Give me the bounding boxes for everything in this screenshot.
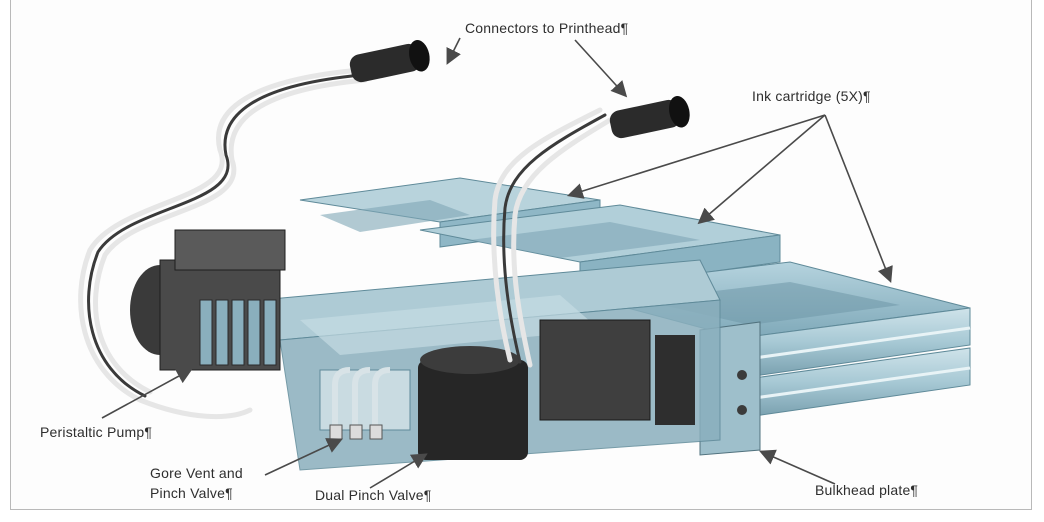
arrow-pump: [101, 368, 193, 419]
manifold-block: [539, 319, 695, 425]
printhead-connectors: [349, 39, 690, 139]
arrow-cartridge-1: [566, 114, 826, 199]
arrow-gore-vent: [264, 438, 343, 476]
arrow-connectors-right: [574, 39, 628, 98]
arrow-cartridge-3: [824, 114, 893, 283]
label-ink-cartridge: Ink cartridge (5X)¶: [752, 88, 871, 104]
tubing: [78, 67, 613, 419]
label-gore-vent-line2: Pinch Valve¶: [150, 485, 233, 501]
gore-vent-pinch-valve: [319, 367, 411, 440]
arrow-bulkhead: [759, 449, 836, 485]
peristaltic-pump: [130, 229, 286, 371]
arrow-dual-pinch: [369, 453, 428, 489]
label-dual-pinch-valve: Dual Pinch Valve¶: [315, 487, 432, 503]
label-bulkhead-plate: Bulkhead plate¶: [815, 482, 919, 498]
dual-pinch-valve: [418, 346, 528, 460]
arrow-connectors-left: [446, 37, 461, 65]
arrow-cartridge-2: [697, 114, 826, 225]
label-gore-vent-line1: Gore Vent and: [150, 465, 243, 481]
callout-arrows: [101, 37, 893, 489]
label-connectors-to-printhead: Connectors to Printhead¶: [465, 20, 629, 36]
label-peristaltic-pump: Peristaltic Pump¶: [40, 424, 153, 440]
